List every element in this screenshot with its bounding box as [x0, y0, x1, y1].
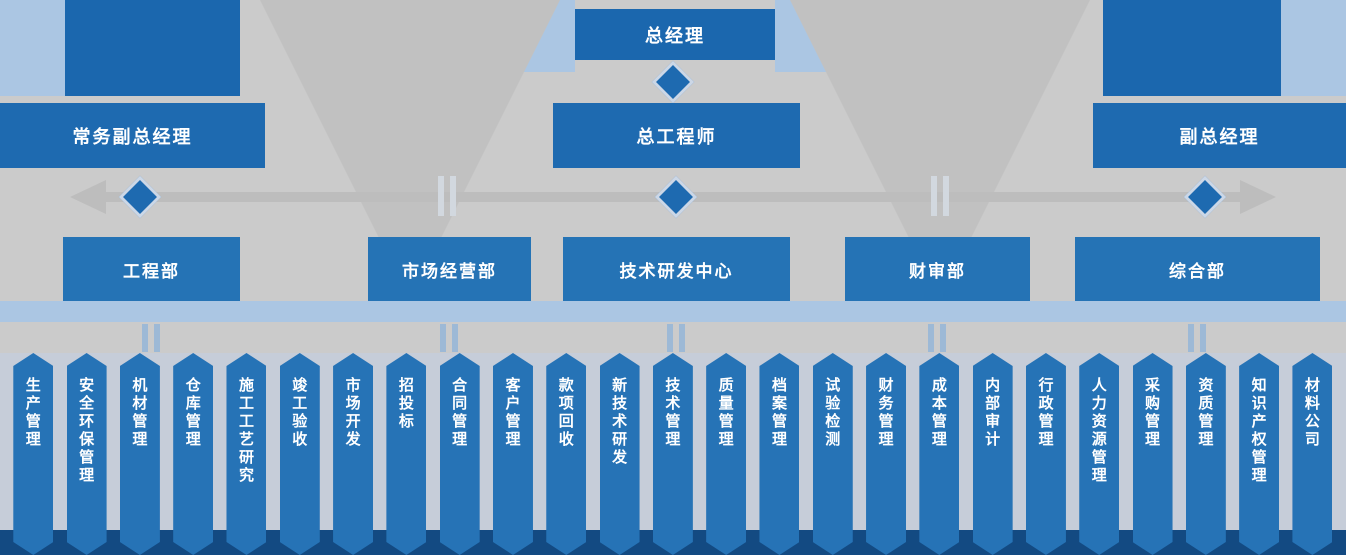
arrow-right-icon [1240, 180, 1276, 214]
node-label: 工程部 [123, 261, 180, 282]
function-label: 招投标 [396, 377, 415, 431]
function-label: 质量管理 [716, 377, 735, 449]
function-label: 仓库管理 [183, 377, 202, 449]
node-chief-engineer: 总工程师 [553, 103, 800, 168]
node-function: 成本管理 [919, 353, 959, 555]
node-general-affairs-dept: 综合部 [1075, 237, 1320, 301]
corner-block-top-right [1281, 0, 1346, 96]
function-label: 材料公司 [1302, 377, 1321, 449]
node-label: 副总经理 [1179, 126, 1260, 148]
function-label: 试验检测 [823, 377, 842, 449]
node-function: 技术管理 [653, 353, 693, 555]
node-function: 内部审计 [973, 353, 1013, 555]
function-label: 竣工验收 [290, 377, 309, 449]
function-label: 内部审计 [983, 377, 1002, 449]
node-tech-rd-center: 技术研发中心 [563, 237, 790, 301]
node-finance-audit-dept: 财审部 [845, 237, 1030, 301]
node-function: 财务管理 [866, 353, 906, 555]
node-label: 总工程师 [636, 126, 717, 148]
node-label: 技术研发中心 [619, 261, 734, 282]
node-function: 机材管理 [120, 353, 160, 555]
node-function: 试验检测 [813, 353, 853, 555]
node-function: 合同管理 [440, 353, 480, 555]
node-function: 生产管理 [13, 353, 53, 555]
node-engineering-dept: 工程部 [63, 237, 240, 301]
pause-connector-icon [440, 324, 458, 352]
node-function: 市场开发 [333, 353, 373, 555]
function-label: 资质管理 [1196, 377, 1215, 449]
node-executive-deputy-general-manager: 常务副总经理 [0, 103, 265, 168]
node-function: 招投标 [386, 353, 426, 555]
node-function: 安全环保管理 [67, 353, 107, 555]
function-label: 技术管理 [663, 377, 682, 449]
node-label: 市场经营部 [402, 261, 497, 282]
node-function: 采购管理 [1133, 353, 1173, 555]
node-label: 总经理 [645, 25, 705, 47]
function-label: 行政管理 [1036, 377, 1055, 449]
node-function: 施工工艺研究 [226, 353, 266, 555]
pause-connector-icon [931, 176, 949, 216]
node-function: 质量管理 [706, 353, 746, 555]
node-function: 款项回收 [546, 353, 586, 555]
node-function: 仓库管理 [173, 353, 213, 555]
function-columns: 生产管理 安全环保管理 机材管理 仓库管理 施工工艺研究 竣工验收 市场开发 招… [0, 353, 1346, 555]
node-function: 人力资源管理 [1079, 353, 1119, 555]
function-label: 生产管理 [23, 377, 42, 449]
function-label: 施工工艺研究 [236, 377, 255, 485]
function-label: 机材管理 [130, 377, 149, 449]
arrow-left-icon [70, 180, 106, 214]
function-label: 财务管理 [876, 377, 895, 449]
divider-band [0, 301, 1346, 322]
diamond-connector-icon [654, 175, 698, 219]
function-label: 档案管理 [769, 377, 788, 449]
diamond-connector-icon [651, 60, 695, 104]
pause-connector-icon [438, 176, 456, 216]
function-label: 安全环保管理 [77, 377, 96, 485]
node-function: 材料公司 [1292, 353, 1332, 555]
function-label: 市场开发 [343, 377, 362, 449]
function-label: 采购管理 [1143, 377, 1162, 449]
node-label: 财审部 [909, 261, 966, 282]
connector-block-top-left [65, 0, 240, 96]
node-label: 常务副总经理 [72, 126, 193, 148]
pause-connector-icon [142, 324, 160, 352]
function-label: 知识产权管理 [1249, 377, 1268, 485]
corner-block-top-left [0, 0, 65, 96]
node-function: 行政管理 [1026, 353, 1066, 555]
function-label: 客户管理 [503, 377, 522, 449]
function-label: 合同管理 [450, 377, 469, 449]
node-deputy-general-manager: 副总经理 [1093, 103, 1346, 168]
connector-block-top-right [1103, 0, 1281, 96]
node-function: 知识产权管理 [1239, 353, 1279, 555]
node-market-operations-dept: 市场经营部 [368, 237, 531, 301]
diamond-connector-icon [1183, 175, 1227, 219]
node-function: 资质管理 [1186, 353, 1226, 555]
node-function: 竣工验收 [280, 353, 320, 555]
pause-connector-icon [928, 324, 946, 352]
node-label: 综合部 [1169, 261, 1226, 282]
function-label: 成本管理 [929, 377, 948, 449]
function-label: 款项回收 [556, 377, 575, 449]
node-function: 档案管理 [759, 353, 799, 555]
node-function: 客户管理 [493, 353, 533, 555]
pause-connector-icon [1188, 324, 1206, 352]
pause-connector-icon [667, 324, 685, 352]
function-label: 人力资源管理 [1089, 377, 1108, 485]
node-function: 新技术研发 [600, 353, 640, 555]
diamond-connector-icon [118, 175, 162, 219]
function-label: 新技术研发 [610, 377, 629, 467]
node-general-manager: 总经理 [575, 9, 775, 60]
